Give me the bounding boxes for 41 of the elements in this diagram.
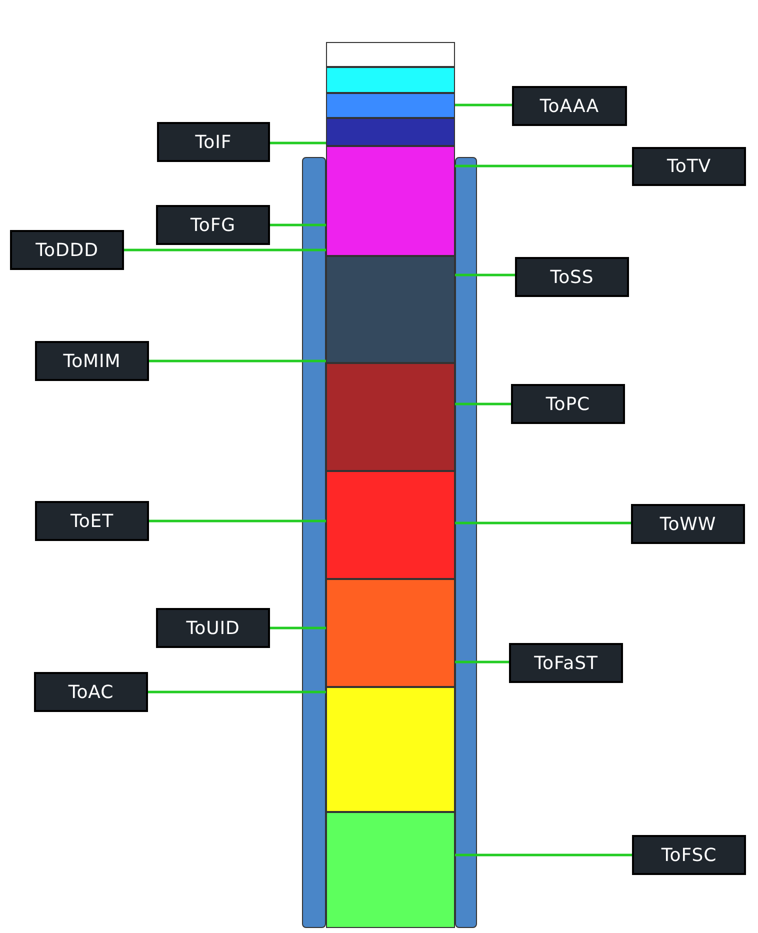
label-box: ToET: [35, 501, 149, 541]
label-box: ToTV: [632, 147, 746, 186]
label-box: ToAC: [34, 672, 148, 712]
color-block: [326, 687, 455, 812]
label-box: ToUID: [156, 608, 270, 648]
label-box: ToSS: [515, 257, 629, 297]
leader-line: [455, 164, 632, 168]
color-block: [326, 363, 455, 471]
color-block: [326, 579, 455, 687]
side-rail: [302, 157, 326, 928]
label-box: ToWW: [631, 504, 745, 544]
leader-line: [124, 248, 326, 252]
color-block: [326, 118, 455, 146]
leader-line: [455, 522, 631, 524]
leader-line: [455, 660, 509, 664]
color-block: [326, 471, 455, 579]
color-block: [326, 42, 455, 67]
label-box: ToIF: [157, 122, 270, 162]
leader-line: [455, 104, 512, 106]
leader-line: [270, 224, 326, 226]
color-block: [326, 812, 455, 928]
leader-line: [270, 626, 326, 630]
leader-line: [455, 402, 511, 406]
label-box: ToMIM: [35, 341, 149, 381]
color-block: [326, 93, 455, 118]
label-box: ToFSC: [632, 835, 746, 875]
color-block: [326, 146, 455, 256]
leader-line: [149, 360, 326, 362]
label-box: ToDDD: [10, 230, 124, 270]
label-box: ToFG: [156, 205, 270, 245]
label-box: ToAAA: [512, 86, 627, 126]
leader-line: [270, 142, 326, 144]
leader-line: [149, 520, 326, 522]
label-box: ToFaST: [509, 643, 623, 683]
leader-line: [148, 690, 326, 694]
label-box: ToPC: [511, 384, 625, 424]
leader-line: [455, 274, 515, 276]
color-block: [326, 67, 455, 93]
leader-line: [455, 854, 632, 856]
color-block: [326, 256, 455, 363]
side-rail: [455, 157, 477, 928]
